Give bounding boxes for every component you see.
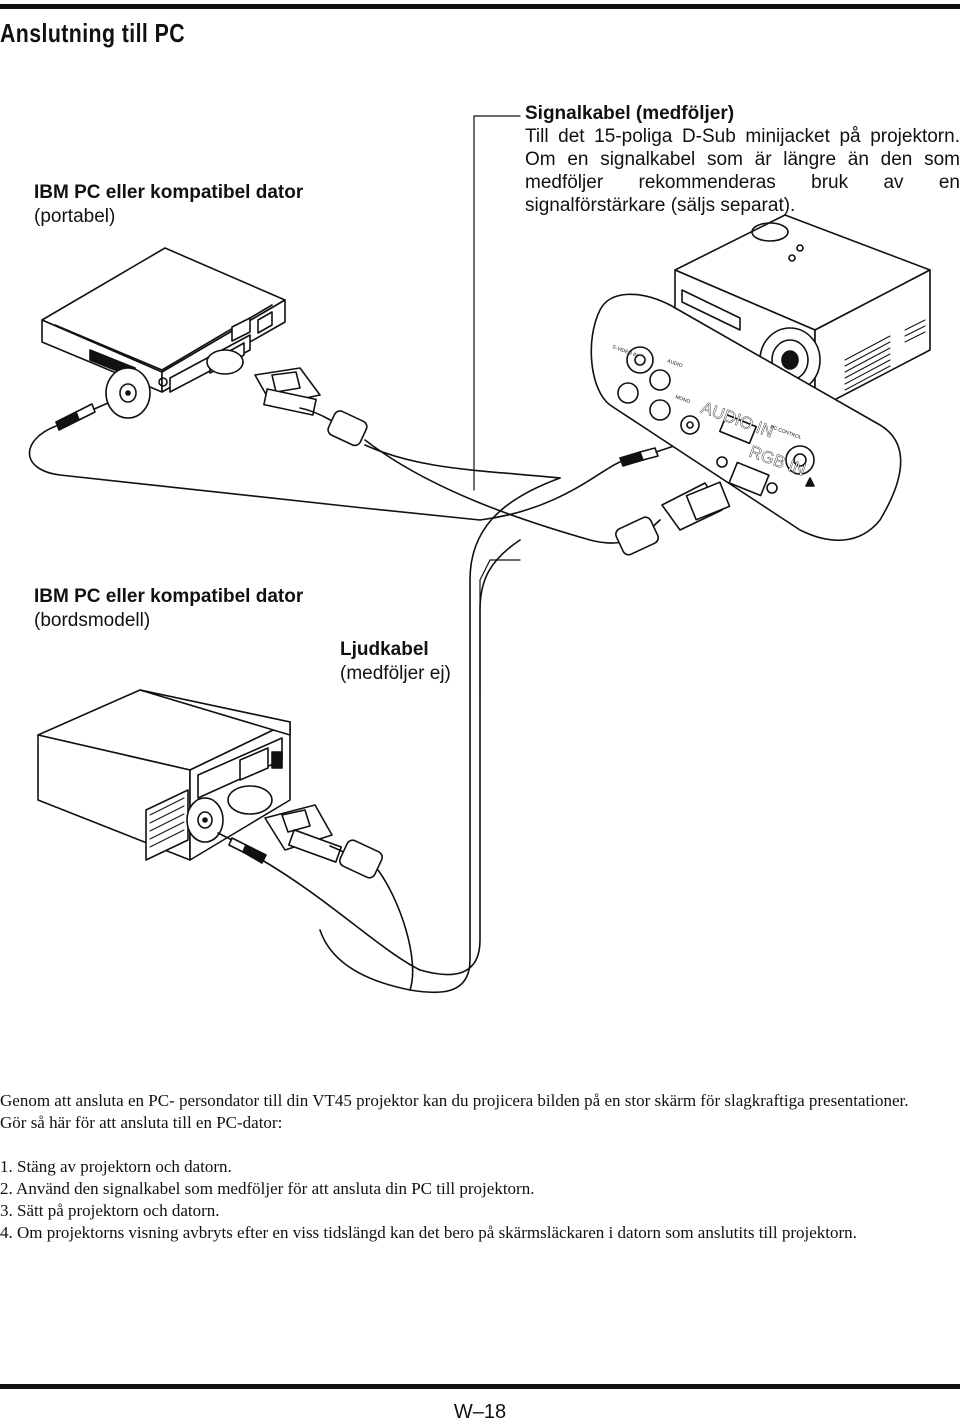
desktop-pc-label: IBM PC eller kompatibel dator (bordsmode… [34,585,303,633]
step-item: 4. Om projektorns visning avbryts efter … [0,1223,857,1242]
page-title: Anslutning till PC [0,18,186,48]
portable-pc-label: IBM PC eller kompatibel dator (portabel) [34,181,303,229]
laptop-illustration [41,247,286,419]
laptop-audio-plug [28,402,681,521]
audio-cable-subtitle: (medföljer ej) [340,663,451,684]
leader-audio-cable [479,559,521,691]
desktop-audio-plug [217,832,421,971]
audio-cable-label: Ljudkabel (medföljer ej) [340,638,451,686]
steps-list: 1. Stäng av projektorn och datorn. 2. An… [0,1156,960,1244]
signal-cable-to-projector [364,439,731,556]
leader-signal-cable [473,115,521,491]
page-number: W–18 [453,1401,507,1423]
desktop-vga-plug [264,804,414,991]
intro-paragraph: Genom att ansluta en PC- persondator til… [0,1091,909,1110]
projector-connector-panel [590,293,902,541]
body-text: Genom att ansluta en PC- persondator til… [0,1090,960,1134]
top-rule [0,4,960,9]
signal-cable-description: Till det 15-poliga D-Sub minijacket på p… [525,126,960,216]
step-item: 3. Sätt på projektorn och datorn. [0,1201,220,1220]
desktop-pc-illustration [37,689,291,861]
portable-pc-title: IBM PC eller kompatibel dator [34,182,304,203]
desktop-pc-title: IBM PC eller kompatibel dator [34,586,304,607]
instruction-paragraph: Gör så här för att ansluta till en PC-da… [0,1113,283,1132]
step-item: 2. Använd den signalkabel som medföljer … [0,1179,535,1198]
cables-to-desktop [319,477,561,994]
laptop-vga-plug [254,367,561,479]
signal-cable-title: Signalkabel (medföljer) [525,103,735,124]
connection-illustration: AUDIO IN RGB IN S-VIDEO IN AUDIO MONO PC… [28,115,931,994]
signal-cable-label: Signalkabel (medföljer) Till det 15-poli… [525,102,960,217]
portable-pc-subtitle: (portabel) [34,206,116,227]
panel-mono-label: MONO [674,394,691,405]
panel-audio-small-label: AUDIO [666,358,683,369]
audio-cable-title: Ljudkabel [340,639,429,660]
bottom-rule [0,1384,960,1389]
step-item: 1. Stäng av projektorn och datorn. [0,1157,232,1176]
desktop-pc-subtitle: (bordsmodell) [34,610,151,631]
